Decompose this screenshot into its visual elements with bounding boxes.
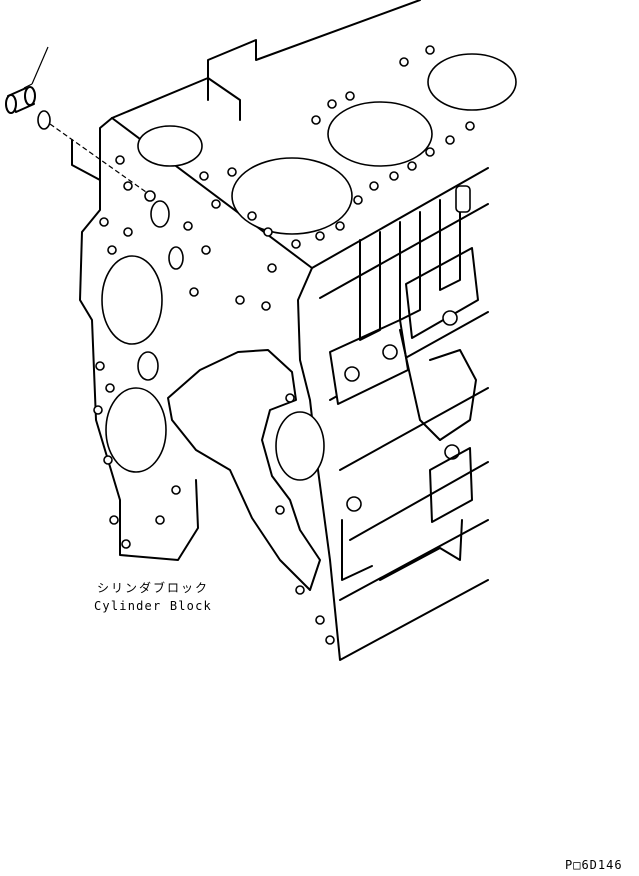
plug-part [5, 46, 147, 193]
skirt-line-2 [339, 387, 489, 471]
rib-bracket-1 [329, 319, 409, 405]
skirt-line-4 [339, 519, 489, 601]
plug-cap [5, 94, 17, 114]
oil-pan-flange [379, 519, 463, 581]
part-label-english: Cylinder Block [94, 599, 212, 613]
lower-rib [341, 519, 373, 581]
head-bolt-bore-rear [137, 125, 203, 167]
bolt-holes [93, 45, 475, 645]
cylinder-bore-3 [427, 53, 517, 111]
rear-plate-top-corner [99, 117, 113, 181]
rear-plate-hole-upper [101, 255, 163, 345]
cylinder-bores [137, 53, 517, 235]
gear-housing-cutout [167, 349, 321, 591]
skirt-line-3 [349, 461, 489, 541]
cap-bolt-1 [344, 366, 360, 382]
part-label-japanese: シリンダブロック [97, 581, 210, 595]
rear-plate-hole-top [150, 200, 170, 228]
rear-plate-hole-mid [137, 351, 159, 381]
rib-curve-2 [429, 349, 477, 441]
cap-bolt-5 [346, 496, 362, 512]
o-ring [37, 110, 51, 130]
plug-leader-line [31, 46, 49, 85]
rib-curve-1 [399, 329, 441, 441]
plug-end [24, 86, 36, 106]
web-3 [439, 189, 461, 291]
install-dash-line [49, 123, 147, 193]
web-2 [399, 211, 421, 321]
bearing-ribs [329, 189, 479, 581]
rear-plate-hole-right [275, 411, 325, 481]
rear-plate-outline [71, 139, 199, 561]
block-top-edge [111, 0, 421, 119]
rear-plate-hole-lower [105, 387, 167, 473]
web-1 [359, 231, 381, 341]
deck-slot [455, 185, 471, 213]
cap-bolt-2 [382, 344, 398, 360]
lower-boss [429, 447, 473, 523]
rear-plate-hole-small [168, 246, 184, 270]
cap-bolt-3 [442, 310, 458, 326]
cylinder-bore-2 [327, 101, 433, 167]
rear-plate-holes [101, 200, 325, 481]
reference-code: P□6D146 [565, 858, 623, 872]
block-deck-step [207, 77, 241, 121]
cylinder-bore-1 [231, 157, 353, 235]
